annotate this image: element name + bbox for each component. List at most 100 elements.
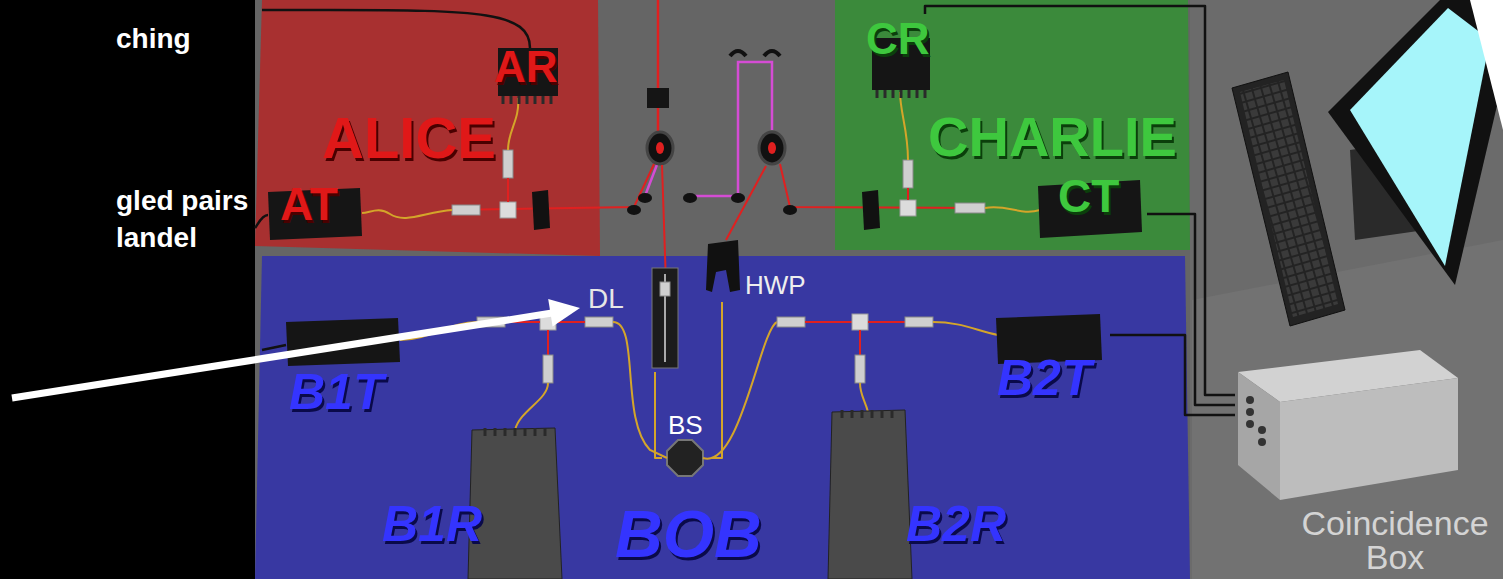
beam-splitter-cube xyxy=(852,314,868,330)
crystal xyxy=(768,142,776,154)
optical-fiber xyxy=(703,322,777,459)
node-label: B2R xyxy=(906,498,1010,551)
fiber-coupler xyxy=(660,282,670,296)
photon-beam xyxy=(726,166,766,240)
optical-fiber xyxy=(712,302,722,458)
optical-fiber xyxy=(613,322,667,458)
mirror xyxy=(627,205,641,215)
coincidence-counter: Coincidence Box xyxy=(1235,340,1499,579)
optical-fiber xyxy=(515,383,548,430)
counter-side xyxy=(1238,372,1280,500)
photon-beam xyxy=(447,164,654,210)
node-label: CR xyxy=(866,16,934,62)
photon-beam xyxy=(780,164,985,208)
beam-splitter-cube xyxy=(900,200,916,216)
waveplate-mount xyxy=(706,240,740,292)
charlie-area xyxy=(835,0,1190,250)
photon-beam xyxy=(805,321,852,323)
monitor-edge xyxy=(1470,0,1503,130)
detector-box: B2T xyxy=(990,312,1110,408)
optical-fiber xyxy=(860,383,868,412)
heat-sink xyxy=(877,90,925,98)
pointer-arrowhead xyxy=(548,299,580,327)
node-label: DL xyxy=(588,284,628,313)
slide-text-holder: gled pairs xyxy=(116,184,248,218)
mirror xyxy=(683,193,697,203)
bnc-port xyxy=(1258,426,1266,434)
photon-beam xyxy=(507,178,509,202)
node-label: B1T xyxy=(289,366,387,419)
slide-text: ching xyxy=(116,22,191,56)
node-label: BOB xyxy=(615,500,766,569)
slide-text: landel xyxy=(116,221,197,255)
photon-beam xyxy=(907,188,909,200)
delay-line xyxy=(652,268,678,368)
polarizer xyxy=(532,190,550,230)
fiber-coupler xyxy=(905,317,933,327)
bnc-port xyxy=(1246,396,1254,404)
optical-fiber xyxy=(900,92,908,160)
mirror-mount xyxy=(764,51,780,56)
desk-shade xyxy=(1192,240,1503,579)
counter-front xyxy=(1280,378,1458,500)
bnc-port xyxy=(1258,438,1266,446)
detector-box: AR xyxy=(490,40,566,100)
table-ground xyxy=(255,0,1503,579)
monitor-screen xyxy=(1350,8,1490,266)
area-band: BOB B1T DL HWP B2T BS B1R B2R xyxy=(255,256,1190,579)
optical-fiber xyxy=(933,322,998,335)
mirror xyxy=(783,205,797,215)
signal-cable xyxy=(925,6,1235,395)
mirror xyxy=(731,193,745,203)
signal-cable xyxy=(262,10,530,48)
splitter-box: BS xyxy=(662,410,712,478)
fiber-coupler xyxy=(777,317,805,327)
node-label: CHARLIE xyxy=(928,108,1181,167)
crystal-mount xyxy=(759,132,785,164)
crystal xyxy=(656,142,664,154)
detector-box: B1T xyxy=(283,316,405,422)
heat-sink xyxy=(485,428,545,436)
fiber-beam-splitter xyxy=(667,440,703,476)
heat-sink xyxy=(842,410,892,418)
photon-beam xyxy=(556,321,585,323)
signal-cable xyxy=(255,215,268,228)
optical-fiber xyxy=(508,98,518,150)
fiber-coupler xyxy=(955,203,985,213)
area-band: CHARLIE CR CT xyxy=(835,0,1190,250)
node-label: HWP xyxy=(745,272,810,299)
signal-cable xyxy=(262,345,286,350)
signal-cable xyxy=(1147,214,1235,405)
node-label: B1R xyxy=(382,498,486,551)
waveplate-box: HWP xyxy=(703,238,814,302)
node-label: BS xyxy=(668,412,707,439)
pointer-arrow xyxy=(12,313,552,398)
pump-beam xyxy=(657,0,660,132)
optical-fiber xyxy=(655,372,662,458)
optical-fiber xyxy=(362,210,452,218)
heat-sink xyxy=(503,96,551,104)
fiber-coupler xyxy=(543,355,553,383)
node-label: CT xyxy=(1058,172,1123,220)
photon-beam xyxy=(662,165,666,284)
node-label: ALICE xyxy=(322,108,500,169)
fiber-coupler xyxy=(585,317,613,327)
fiber-coupler xyxy=(452,205,480,215)
detector-body xyxy=(828,410,912,579)
fiber-coupler xyxy=(903,160,913,188)
keyboard-keys xyxy=(1240,80,1338,317)
detector-box: B2R xyxy=(828,408,1014,579)
detector-box: CT xyxy=(1035,168,1147,240)
bnc-port xyxy=(1246,420,1254,428)
detector-box: AT xyxy=(265,175,365,243)
beam-splitter-cube xyxy=(500,202,516,218)
slide-text-holder: ching xyxy=(116,22,191,56)
photon-beam xyxy=(859,330,861,355)
slide-text: gled pairs xyxy=(116,184,248,218)
mirror xyxy=(638,193,652,203)
detector-body xyxy=(468,428,562,579)
mirror-mount xyxy=(730,51,746,56)
fiber-coupler xyxy=(503,150,513,178)
